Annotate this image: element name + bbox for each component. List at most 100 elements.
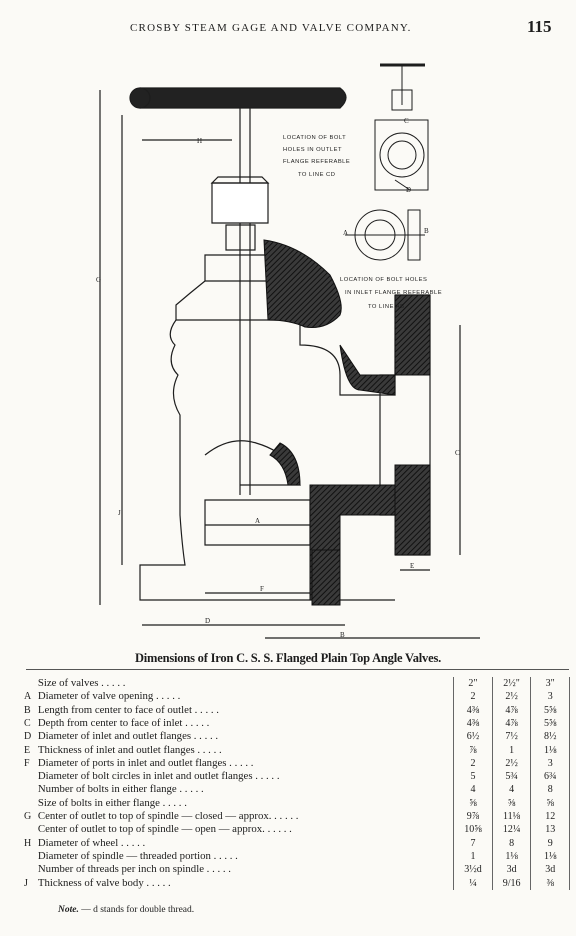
- row-letter: B: [24, 704, 31, 716]
- row-value: 1: [491, 743, 531, 757]
- row-letter: J: [24, 877, 28, 889]
- row-value: 7: [453, 836, 493, 850]
- row-description: Diameter of bolt circles in inlet and ou…: [37, 770, 280, 783]
- row-value: 3d: [491, 863, 531, 877]
- row-value: 10⅝: [453, 823, 493, 837]
- row-description: Diameter of inlet and outlet flanges . .…: [37, 730, 219, 743]
- label-a: A: [255, 517, 260, 525]
- row-value: 5⅝: [530, 716, 570, 731]
- row-value: 3": [530, 677, 570, 691]
- outlet-inset-view: [374, 63, 429, 191]
- row-value: 7½: [491, 730, 531, 744]
- note-text: — d stands for double thread.: [78, 905, 195, 915]
- label-e: E: [410, 562, 414, 570]
- row-description: Number of threads per inch on spindle . …: [37, 863, 231, 876]
- row-value: ⅜: [530, 876, 570, 890]
- label-line-b: B: [424, 227, 429, 235]
- row-value: 3d: [530, 863, 570, 877]
- row-value: 8: [530, 783, 570, 797]
- outlet-note-line-4: TO LINE CD: [298, 172, 335, 178]
- table-row: E Thickness of inlet and outlet flanges .…: [24, 743, 570, 757]
- row-value: ¼: [453, 876, 493, 890]
- row-value: 4: [491, 783, 531, 797]
- row-value: 5: [453, 770, 493, 784]
- row-value: ⅝: [530, 796, 570, 810]
- row-letter: E: [24, 744, 31, 756]
- row-value: 2": [453, 677, 493, 691]
- label-line-a: A: [343, 229, 348, 237]
- row-value: 6½: [453, 730, 493, 744]
- row-description: Center of outlet to top of spindle — ope…: [37, 823, 292, 836]
- table-row: Number of bolts in either flange . . . .…: [24, 783, 570, 797]
- outlet-note-line-1: LOCATION OF BOLT: [283, 135, 346, 141]
- inlet-note-line-3: TO LINE AB: [368, 304, 404, 310]
- row-value: 6¾: [530, 770, 570, 784]
- row-letter: [24, 863, 38, 876]
- table-row: B Length from center to face of outlet . …: [24, 703, 570, 717]
- row-letter: [24, 770, 38, 783]
- table-row: Size of valves . . . . .2"2½"3": [24, 677, 570, 691]
- running-head: CROSBY STEAM GAGE AND VALVE COMPANY.: [130, 22, 412, 34]
- row-description: Thickness of inlet and outlet flanges . …: [37, 743, 222, 756]
- row-description: Diameter of wheel . . . . .: [37, 836, 146, 849]
- row-description: Length from center to face of outlet . .…: [37, 703, 219, 716]
- row-letter: H: [24, 837, 32, 849]
- page-header: CROSBY STEAM GAGE AND VALVE COMPANY. 115: [0, 17, 576, 44]
- row-value: 8½: [530, 730, 570, 744]
- row-value: 12: [530, 809, 570, 824]
- row-description: Diameter of valve opening . . . . .: [37, 690, 181, 703]
- outlet-note-line-2: HOLES IN OUTLET: [283, 147, 342, 153]
- row-letter: [24, 783, 38, 796]
- row-description: Size of valves . . . . .: [37, 677, 126, 690]
- row-letter: F: [24, 757, 30, 769]
- table-caption: Dimensions of Iron C. S. S. Flanged Plai…: [134, 651, 442, 665]
- row-description: Diameter of ports in inlet and outlet fl…: [37, 756, 254, 769]
- row-value: 8: [491, 836, 531, 850]
- row-value: 9: [530, 836, 570, 850]
- note-label: Note.: [58, 905, 79, 915]
- table-row: F Diameter of ports in inlet and outlet f…: [24, 756, 570, 771]
- valve-body-outline: [99, 87, 480, 639]
- row-letter: [24, 797, 38, 810]
- row-value: 5¾: [491, 770, 531, 784]
- row-value: 4⅜: [453, 716, 493, 731]
- label-line-c: C: [404, 117, 409, 125]
- row-value: 1⅛: [530, 743, 570, 757]
- row-letter: D: [24, 731, 32, 743]
- row-letter: [24, 823, 38, 836]
- footnote: Note. — d stands for double thread.: [58, 905, 194, 915]
- row-value: 2½: [491, 690, 531, 704]
- row-value: ⅝: [491, 796, 531, 810]
- row-value: 4⅞: [491, 703, 531, 717]
- inlet-note-line-2: IN INLET FLANGE REFERABLE: [345, 290, 442, 296]
- label-line-d: D: [406, 186, 411, 194]
- page-number: 115: [527, 17, 552, 36]
- row-letter: A: [24, 691, 32, 703]
- row-value: 12¼: [491, 823, 531, 837]
- table-row: Diameter of spindle — threaded portion .…: [24, 849, 570, 864]
- label-j: J: [118, 509, 121, 517]
- row-letter: [24, 677, 38, 690]
- label-g: G: [96, 276, 101, 284]
- row-description: Thickness of valve body . . . . .: [37, 876, 171, 889]
- label-h: H: [197, 137, 202, 145]
- row-letter: [24, 850, 38, 863]
- row-value: 9/16: [491, 876, 531, 890]
- table-row: Number of threads per inch on spindle . …: [24, 863, 570, 877]
- label-b: B: [340, 631, 345, 639]
- hatched-sections: [263, 239, 431, 606]
- row-value: 3: [530, 756, 570, 771]
- row-description: Depth from center to face of inlet . . .…: [37, 716, 210, 729]
- row-value: 4⅜: [453, 703, 493, 717]
- row-value: 2½: [491, 756, 531, 771]
- row-value: 9⅞: [453, 809, 493, 824]
- row-value: 2: [453, 690, 493, 704]
- caption-rule: [26, 669, 569, 670]
- table-row: D Diameter of inlet and outlet flanges . …: [24, 730, 570, 744]
- label-c: C: [455, 449, 460, 457]
- row-value: 1⅛: [491, 849, 531, 864]
